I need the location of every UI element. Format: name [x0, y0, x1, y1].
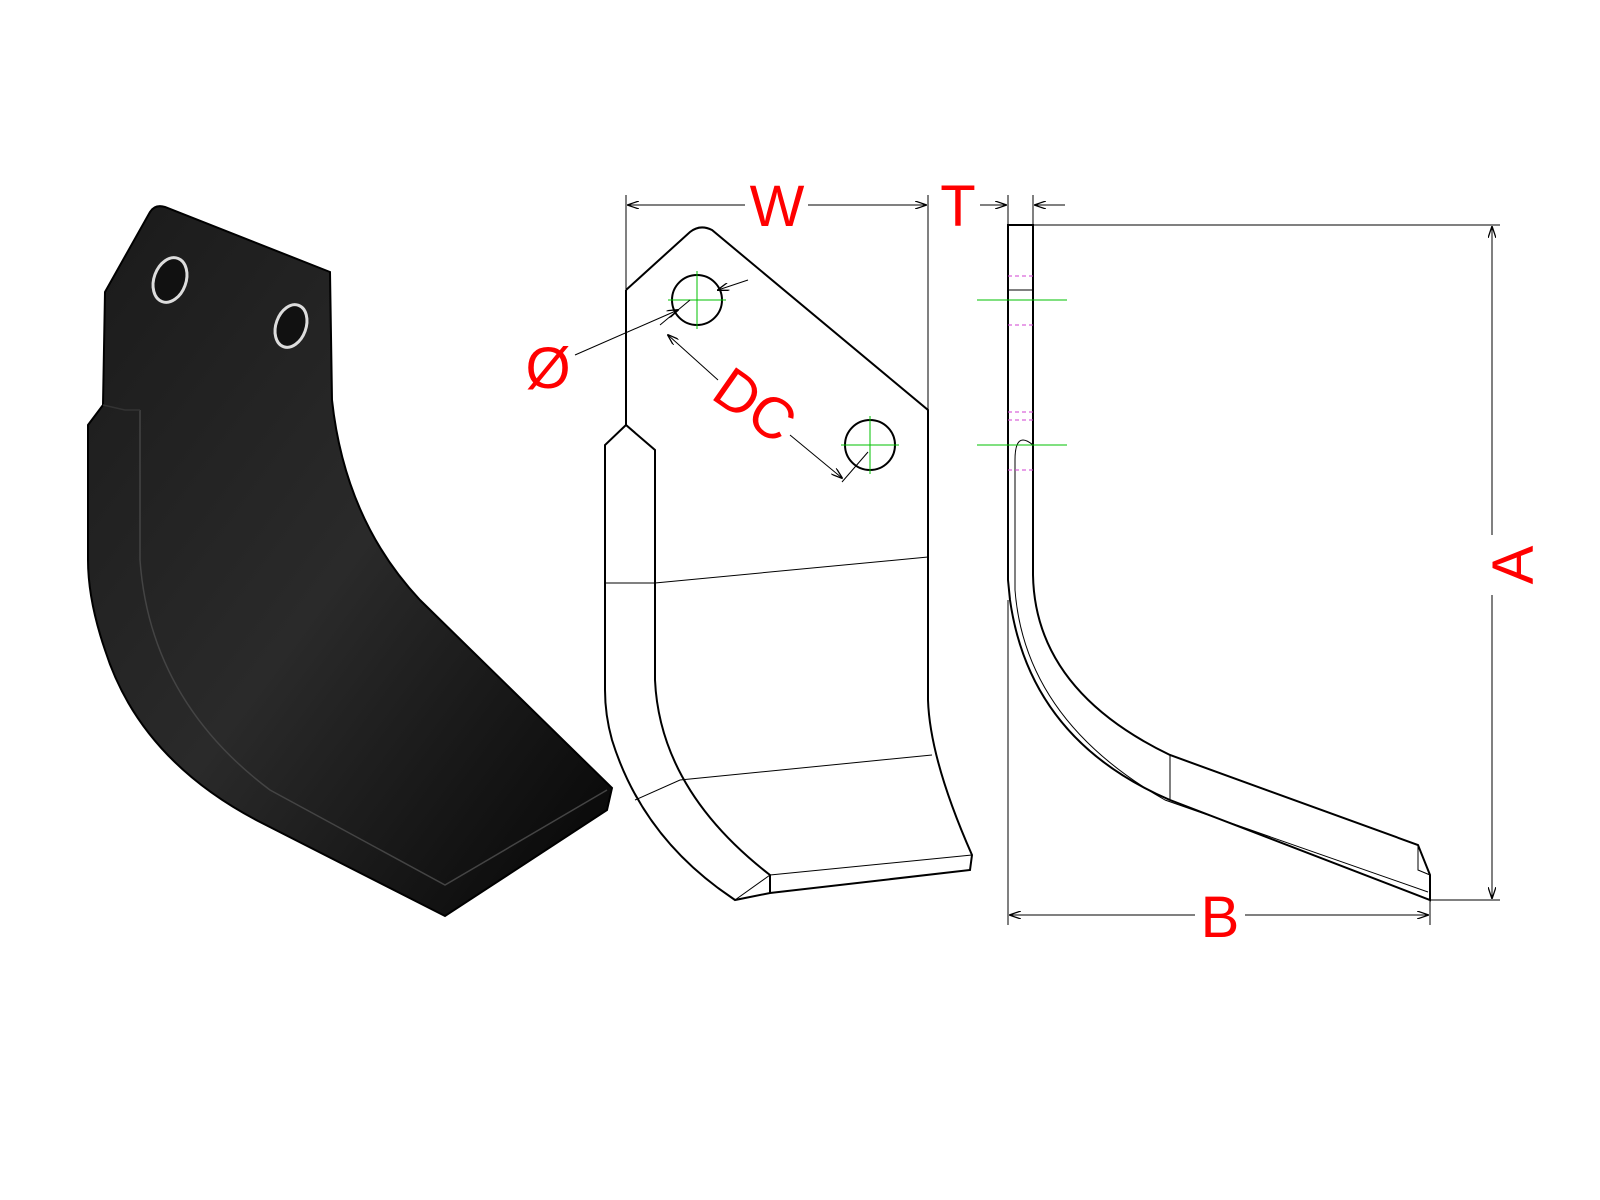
blade-body	[87, 205, 614, 918]
label-hole-diameter: Ø	[525, 336, 570, 401]
mounting-hole-1	[151, 256, 189, 304]
hole-2	[841, 416, 899, 474]
label-thickness: T	[940, 174, 975, 239]
blade-edge-highlight	[139, 410, 608, 886]
blade-side-view	[977, 195, 1500, 925]
label-height: A	[1481, 545, 1546, 584]
hole-1	[668, 271, 726, 329]
label-hole-distance: DC	[702, 355, 808, 456]
label-width: W	[750, 174, 805, 239]
blade-3d-view	[87, 205, 614, 918]
mounting-hole-2	[273, 303, 309, 349]
blade-front-view	[574, 195, 974, 902]
label-length: B	[1201, 885, 1240, 950]
